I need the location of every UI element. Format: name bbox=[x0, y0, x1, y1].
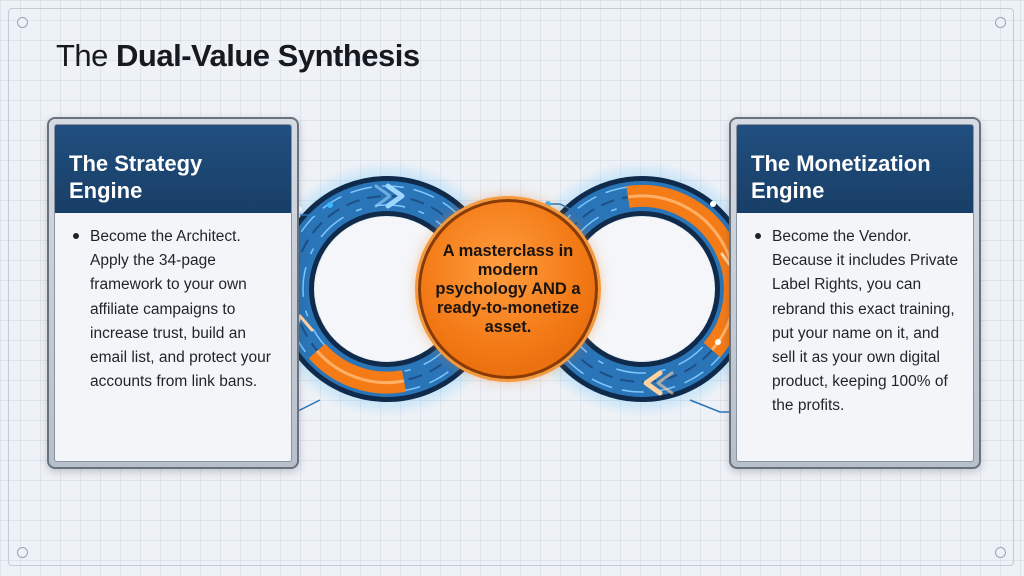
bullet-dot-icon bbox=[755, 233, 761, 239]
page-title: The Dual-Value Synthesis bbox=[56, 38, 420, 74]
corner-rivet-icon bbox=[17, 547, 28, 558]
card-heading: The Strategy Engine bbox=[55, 125, 291, 213]
chevron-arrow-icon bbox=[656, 371, 674, 395]
card-heading: The Monetization Engine bbox=[737, 125, 973, 213]
strategy-engine-card: The Strategy Engine Become the Architect… bbox=[47, 117, 299, 469]
bullet-dot-icon bbox=[73, 233, 79, 239]
title-prefix: The bbox=[56, 38, 108, 73]
card-inner: The Strategy Engine Become the Architect… bbox=[54, 124, 292, 462]
bullet-text: Become the Vendor. Because it includes P… bbox=[772, 228, 959, 415]
center-value-circle: A masterclass in modern psychology AND a… bbox=[418, 199, 598, 379]
card-body: Become the Vendor. Because it includes P… bbox=[737, 213, 973, 419]
center-text: A masterclass in modern psychology AND a… bbox=[435, 241, 581, 336]
slide-frame bbox=[8, 8, 1014, 566]
corner-rivet-icon bbox=[17, 17, 28, 28]
corner-rivet-icon bbox=[995, 547, 1006, 558]
chevron-arrow-icon bbox=[385, 183, 405, 209]
card-inner: The Monetization Engine Become the Vendo… bbox=[736, 124, 974, 462]
chevron-arrow-icon bbox=[643, 370, 663, 396]
bullet-text: Become the Architect. Apply the 34-page … bbox=[90, 228, 271, 391]
right-ring-center bbox=[570, 217, 714, 361]
list-item: Become the Vendor. Because it includes P… bbox=[755, 225, 961, 419]
title-emphasis: Dual-Value Synthesis bbox=[116, 38, 420, 73]
monetization-engine-card: The Monetization Engine Become the Vendo… bbox=[729, 117, 981, 469]
left-ring-center bbox=[315, 217, 459, 361]
card-body: Become the Architect. Apply the 34-page … bbox=[55, 213, 291, 394]
list-item: Become the Architect. Apply the 34-page … bbox=[73, 225, 279, 394]
chevron-arrow-icon bbox=[374, 184, 392, 208]
corner-rivet-icon bbox=[995, 17, 1006, 28]
